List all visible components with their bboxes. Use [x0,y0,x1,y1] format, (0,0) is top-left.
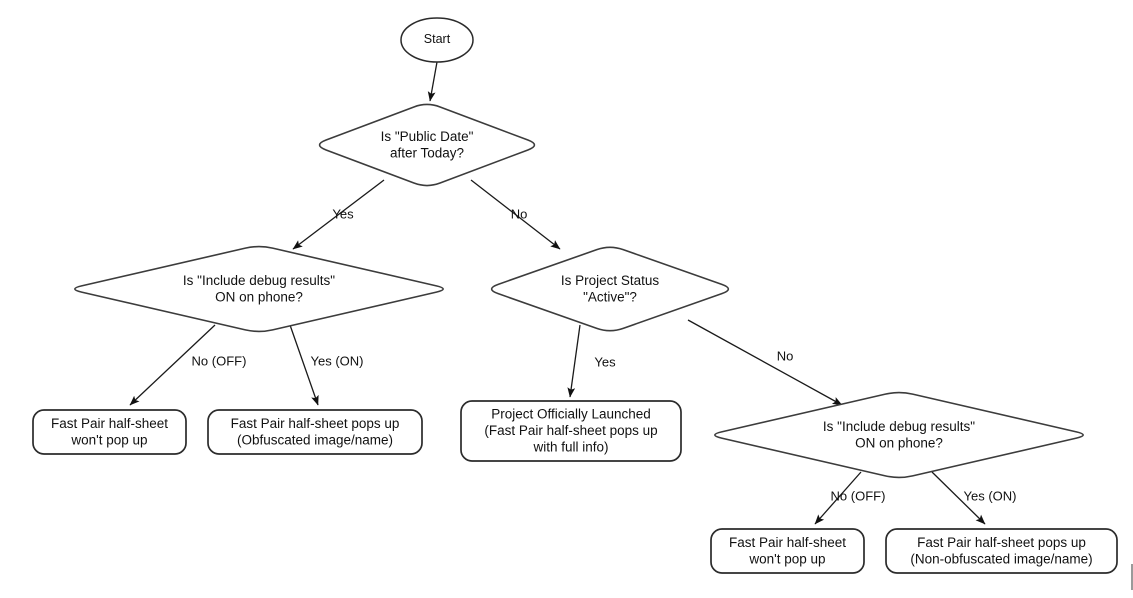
edge-e-d3-t3 [567,324,581,398]
shape-ellipse [400,17,474,63]
edges-layer [129,61,986,525]
edge-e-start-d1 [427,61,438,102]
edge-e-d2-t2 [289,324,319,406]
node-label-t5: Fast Pair half-sheet pops up(Non-obfusca… [910,534,1092,566]
shape-diamond [74,245,444,333]
edge-label-e-d1-d2: Yes [332,206,354,221]
edge-label-e-d4-t4: No (OFF) [831,488,886,503]
node-label-d2: Is "Include debug results"ON on phone? [183,272,335,304]
node-d1[interactable]: Is "Public Date"after Today? [318,103,536,187]
shape-diamond [714,391,1084,479]
node-label-d4: Is "Include debug results"ON on phone? [823,418,975,450]
edge-e-d1-d3 [470,179,561,250]
shape-diamond [318,103,536,187]
node-label-t3: Project Officially Launched(Fast Pair ha… [484,406,657,454]
page-edge-mark [1131,564,1133,590]
edge-label-e-d2-t1: No (OFF) [192,353,247,368]
edge-label-e-d3-d4: No [777,348,794,363]
edge-e-d1-d2 [292,179,385,250]
edge-label-e-d4-t5: Yes (ON) [964,488,1017,503]
node-d2[interactable]: Is "Include debug results"ON on phone? [74,245,444,333]
node-start[interactable]: Start [400,17,474,63]
edge-e-d3-d4 [687,319,843,406]
edge-e-d4-t5 [931,471,986,525]
edge-label-e-d3-t3: Yes [594,354,616,369]
node-t3[interactable]: Project Officially Launched(Fast Pair ha… [460,400,682,462]
edge-e-d4-t4 [814,471,862,525]
shape-rounded-rect [207,409,423,455]
shape-rounded-rect [885,528,1118,574]
shape-diamond [490,246,730,332]
shape-rounded-rect [32,409,187,455]
node-label-d3: Is Project Status"Active"? [561,272,660,304]
edge-label-e-d1-d3: No [511,206,528,221]
node-t2[interactable]: Fast Pair half-sheet pops up(Obfuscated … [207,409,423,455]
node-label-d1: Is "Public Date"after Today? [381,128,474,160]
shape-rounded-rect [710,528,865,574]
shape-rounded-rect [460,400,682,462]
node-label-start: Start [424,32,451,46]
node-d3[interactable]: Is Project Status"Active"? [490,246,730,332]
node-t5[interactable]: Fast Pair half-sheet pops up(Non-obfusca… [885,528,1118,574]
edge-e-d2-t1 [129,324,216,406]
node-d4[interactable]: Is "Include debug results"ON on phone? [714,391,1084,479]
edge-label-e-d2-t2: Yes (ON) [311,353,364,368]
nodes-layer: Start Is "Public Date"after Today? Is "Inc… [32,17,1118,574]
node-label-t2: Fast Pair half-sheet pops up(Obfuscated … [231,415,400,447]
